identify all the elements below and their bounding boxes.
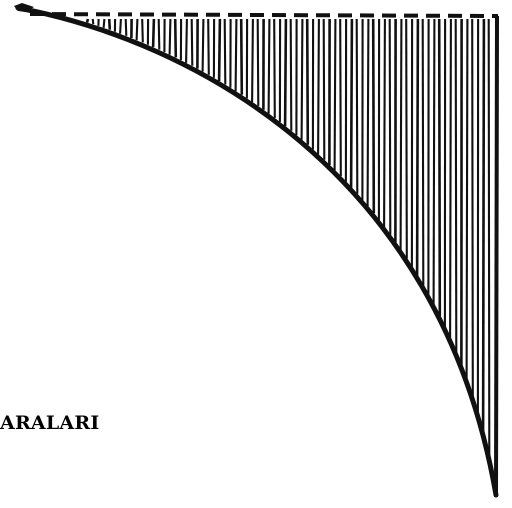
hatch-line [223, 18, 227, 85]
hatch-line [185, 18, 188, 63]
hatch-line [273, 18, 276, 118]
hatch-line [371, 18, 376, 214]
hatch-line [173, 18, 178, 58]
hatch-line [399, 18, 403, 251]
vertical-hatching-lines [85, 18, 491, 457]
hatch-line [305, 18, 310, 145]
hatch-line [239, 18, 244, 95]
hatch-line [217, 18, 222, 82]
hatch-line [91, 18, 95, 25]
vertical-right-edge-line [494, 15, 499, 498]
hatch-line [289, 18, 293, 131]
hatch-line [267, 18, 271, 114]
hatch-line [449, 18, 452, 340]
hatch-line [141, 18, 144, 43]
hatch-line [157, 18, 161, 50]
hatch-line [107, 18, 112, 30]
hatch-line [383, 18, 386, 228]
hatch-line [487, 18, 491, 457]
hatch-line [421, 18, 425, 286]
hatch-line [102, 18, 106, 28]
hatch-line [256, 18, 260, 106]
dashed-top-edge-line [29, 12, 499, 18]
hatch-line [124, 18, 128, 36]
hatch-line [465, 18, 469, 381]
hatch-line [322, 18, 326, 160]
hatch-line [349, 18, 354, 188]
hatch-line [454, 18, 458, 353]
hatch-line [437, 18, 442, 317]
hatch-line [190, 18, 194, 66]
hatch-line [388, 18, 392, 235]
hatch-line [168, 18, 172, 55]
hatch-line [119, 18, 122, 34]
hatch-line [251, 18, 254, 103]
hatch-line [234, 18, 238, 92]
hatch-line [317, 18, 320, 155]
hatch-line [333, 18, 337, 171]
caption-fragment-text: ARALARI [0, 412, 100, 434]
hatch-line [471, 18, 474, 397]
hatch-line [366, 18, 370, 207]
hatch-line [481, 18, 486, 435]
hatch-line [432, 18, 436, 306]
hatch-line [85, 18, 90, 23]
hatch-line [283, 18, 288, 127]
hatch-line [300, 18, 304, 140]
hatch-line [151, 18, 156, 48]
curved-boundary-line [15, 5, 499, 498]
top-left-ink-splash [14, 3, 34, 12]
hatch-line [339, 18, 342, 177]
hatch-line [207, 18, 210, 75]
hatch-line [405, 18, 408, 259]
hatch-line [135, 18, 139, 41]
hatch-line [415, 18, 420, 276]
hatch-line [201, 18, 205, 72]
hatch-line [355, 18, 359, 194]
